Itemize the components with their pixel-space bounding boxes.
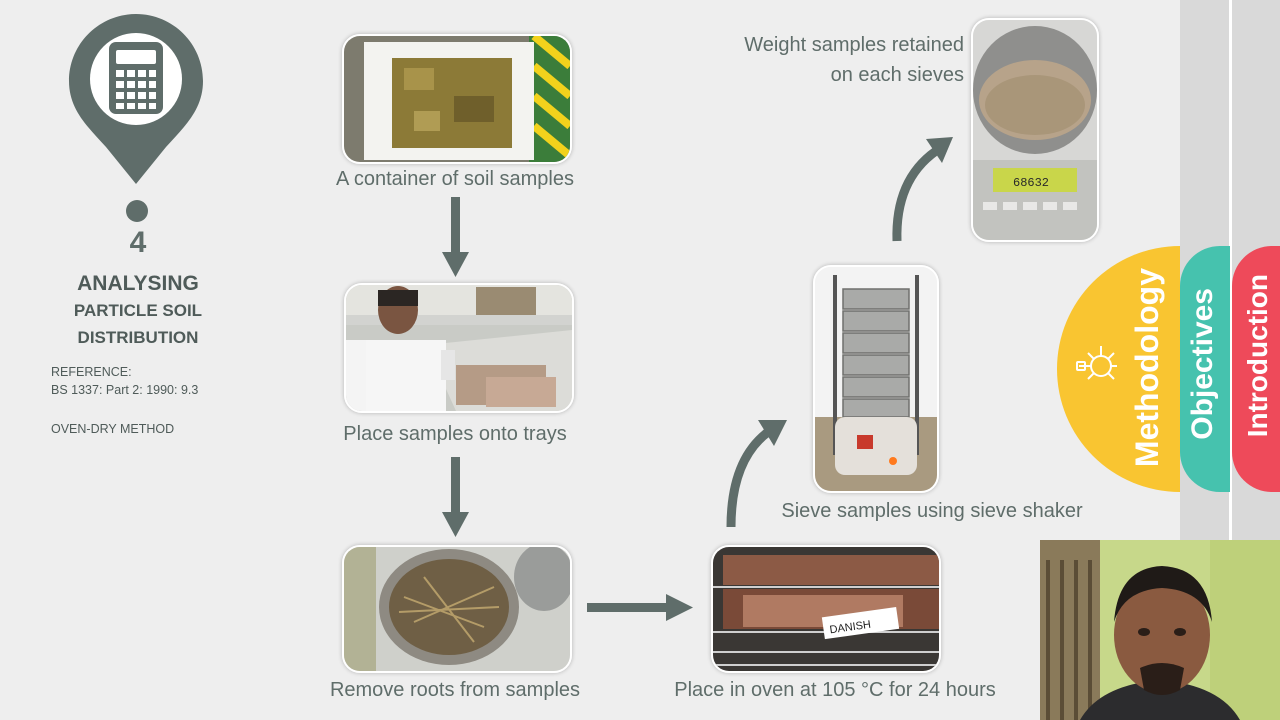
step-caption-6-line1: Weight samples retained xyxy=(744,34,964,56)
step-caption-5: Sieve samples using sieve shaker xyxy=(781,500,1083,522)
tab-objectives-label: Objectives xyxy=(1186,288,1219,440)
arrow-curve-2 xyxy=(892,137,953,242)
lightbulb-icon xyxy=(1076,346,1117,380)
step-caption-2: Place samples onto trays xyxy=(343,423,567,445)
step-title-line1: ANALYSING xyxy=(77,272,199,295)
tab-methodology[interactable]: Methodology xyxy=(1057,246,1180,492)
tab-methodology-label: Methodology xyxy=(1129,268,1165,468)
arrow-down-1 xyxy=(442,197,469,277)
step-caption-3: Remove roots from samples xyxy=(329,679,581,701)
step-caption-6: Weight samples retained on each sieves xyxy=(680,30,964,90)
reference-label: REFERENCE: xyxy=(51,365,132,379)
pin-dot xyxy=(126,200,148,222)
reference-value: BS 1337: Part 2: 1990: 9.3 xyxy=(51,383,199,397)
arrow-right xyxy=(587,594,693,621)
map-pin-icon xyxy=(69,14,203,184)
step-caption-1: A container of soil samples xyxy=(336,168,574,190)
calculator-icon xyxy=(109,42,163,114)
photo-weighing-scale: 68632 xyxy=(971,18,1099,242)
tray-label: DANISH xyxy=(829,619,872,637)
photo-soil-container xyxy=(342,34,572,164)
step-caption-4: Place in oven at 105 °C for 24 hours xyxy=(674,679,996,701)
step-caption-6-line2: on each sieves xyxy=(830,64,964,86)
arrow-down-2 xyxy=(442,457,469,537)
tab-introduction[interactable]: Introduction xyxy=(1232,246,1280,492)
photo-remove-roots xyxy=(342,545,572,673)
photo-oven: DANISH xyxy=(711,545,941,673)
method-label: OVEN-DRY METHOD xyxy=(51,422,175,436)
scale-reading: 68632 xyxy=(1013,176,1049,190)
step-number: 4 xyxy=(129,226,147,259)
photo-samples-trays xyxy=(344,283,574,413)
presenter-webcam xyxy=(1040,540,1280,720)
tab-objectives[interactable]: Objectives xyxy=(1180,246,1230,492)
step-title-line2: PARTICLE SOIL xyxy=(73,301,203,320)
photo-sieve-shaker xyxy=(813,265,939,493)
tab-introduction-label: Introduction xyxy=(1242,274,1273,438)
tab-divider xyxy=(1229,0,1232,540)
step-title-line3: DISTRIBUTION xyxy=(77,328,199,347)
step-title: ANALYSING PARTICLE SOIL DISTRIBUTION xyxy=(48,270,228,351)
